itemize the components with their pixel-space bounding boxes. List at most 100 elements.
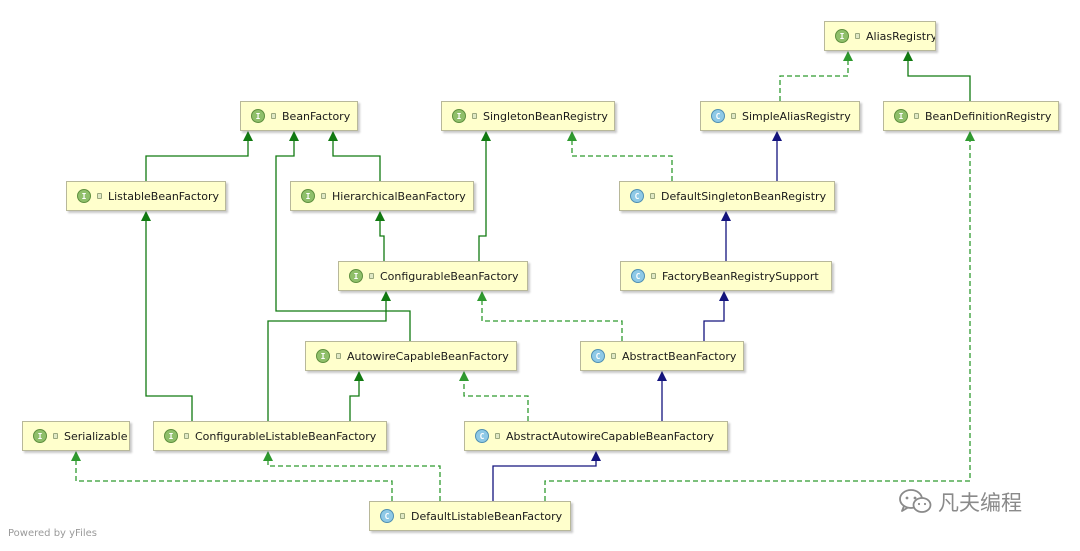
node-label: AbstractAutowireCapableBeanFactory xyxy=(506,429,714,443)
edge-line xyxy=(349,380,360,421)
watermark: 凡夫编程 xyxy=(898,487,1022,517)
arrowhead xyxy=(354,371,364,381)
arrowhead xyxy=(567,131,577,141)
edge-line xyxy=(75,460,393,501)
interface-icon: I xyxy=(316,349,330,363)
lock-icon xyxy=(369,273,374,279)
arrowhead xyxy=(657,371,667,381)
node-simple-alias-registry[interactable]: C SimpleAliasRegistry xyxy=(700,101,860,131)
class-icon: C xyxy=(630,189,644,203)
node-label: HierarchicalBeanFactory xyxy=(332,189,466,203)
edge-bean-definition-registry-to-alias-registry xyxy=(903,51,971,101)
node-label: AliasRegistry xyxy=(866,29,936,43)
edge-line xyxy=(267,300,387,421)
edge-hierarchical-bean-factory-to-bean-factory xyxy=(328,131,381,181)
edge-line xyxy=(275,140,411,341)
node-autowire-capable-bean-factory[interactable]: I AutowireCapableBeanFactory xyxy=(305,341,517,371)
lock-icon xyxy=(914,113,919,119)
arrowhead xyxy=(477,291,487,301)
node-label: ConfigurableListableBeanFactory xyxy=(195,429,377,443)
node-hierarchical-bean-factory[interactable]: I HierarchicalBeanFactory xyxy=(290,181,474,211)
interface-icon: I xyxy=(835,29,849,43)
class-icon: C xyxy=(711,109,725,123)
interface-icon: I xyxy=(77,189,91,203)
edge-default-listable-bean-factory-to-bean-definition-registry xyxy=(544,131,975,501)
edge-abstract-autowire-capable-bean-factory-to-abstract-bean-factory xyxy=(657,371,667,421)
edge-default-singleton-bean-registry-to-singleton-bean-registry xyxy=(567,131,673,181)
node-configurable-listable-bean-factory[interactable]: I ConfigurableListableBeanFactory xyxy=(153,421,387,451)
arrowhead xyxy=(772,131,782,141)
footer-credit: Powered by yFiles xyxy=(8,528,97,539)
lock-icon xyxy=(650,193,655,199)
node-singleton-bean-registry[interactable]: I SingletonBeanRegistry xyxy=(441,101,615,131)
edge-line xyxy=(571,140,673,181)
lock-icon xyxy=(97,193,102,199)
node-label: ListableBeanFactory xyxy=(108,189,219,203)
lock-icon xyxy=(184,433,189,439)
edge-default-listable-bean-factory-to-abstract-autowire-capable-bean-factory xyxy=(492,451,601,501)
edge-default-listable-bean-factory-to-serializable xyxy=(71,451,393,501)
arrowhead xyxy=(481,131,491,141)
edge-autowire-capable-bean-factory-to-bean-factory xyxy=(275,131,411,341)
interface-icon: I xyxy=(301,189,315,203)
edge-listable-bean-factory-to-bean-factory xyxy=(145,131,253,181)
arrowhead xyxy=(719,291,729,301)
arrowhead xyxy=(843,51,853,61)
edge-factory-bean-registry-support-to-default-singleton-bean-registry xyxy=(721,211,731,261)
node-label: DefaultSingletonBeanRegistry xyxy=(661,189,827,203)
edge-configurable-listable-bean-factory-to-configurable-bean-factory xyxy=(267,291,391,421)
edge-line xyxy=(478,140,487,261)
edge-configurable-listable-bean-factory-to-autowire-capable-bean-factory xyxy=(349,371,364,421)
arrowhead xyxy=(375,211,385,221)
node-label: SimpleAliasRegistry xyxy=(742,109,851,123)
node-factory-bean-registry-support[interactable]: C FactoryBeanRegistrySupport xyxy=(620,261,832,291)
arrowhead xyxy=(903,51,913,61)
class-icon: C xyxy=(631,269,645,283)
edge-line xyxy=(779,60,849,101)
lock-icon xyxy=(731,113,736,119)
edge-line xyxy=(703,300,725,341)
interface-icon: I xyxy=(452,109,466,123)
lock-icon xyxy=(271,113,276,119)
edge-default-singleton-bean-registry-to-simple-alias-registry xyxy=(772,131,782,181)
edge-line xyxy=(544,140,971,501)
arrowhead xyxy=(263,451,273,461)
arrowhead xyxy=(141,211,151,221)
arrowhead xyxy=(381,291,391,301)
interface-icon: I xyxy=(33,429,47,443)
node-label: SingletonBeanRegistry xyxy=(483,109,608,123)
node-abstract-autowire-capable-bean-factory[interactable]: C AbstractAutowireCapableBeanFactory xyxy=(464,421,728,451)
edge-line xyxy=(907,60,971,101)
node-label: BeanFactory xyxy=(282,109,351,123)
edge-abstract-bean-factory-to-factory-bean-registry-support xyxy=(703,291,729,341)
interface-icon: I xyxy=(164,429,178,443)
node-label: FactoryBeanRegistrySupport xyxy=(662,269,819,283)
lock-icon xyxy=(336,353,341,359)
class-icon: C xyxy=(591,349,605,363)
interface-icon: I xyxy=(251,109,265,123)
node-listable-bean-factory[interactable]: I ListableBeanFactory xyxy=(66,181,226,211)
node-label: BeanDefinitionRegistry xyxy=(925,109,1052,123)
node-alias-registry[interactable]: I AliasRegistry xyxy=(824,21,936,51)
edge-configurable-bean-factory-to-singleton-bean-registry xyxy=(478,131,491,261)
node-default-singleton-bean-registry[interactable]: C DefaultSingletonBeanRegistry xyxy=(619,181,835,211)
node-bean-factory[interactable]: I BeanFactory xyxy=(240,101,358,131)
edge-line xyxy=(145,140,249,181)
arrowhead xyxy=(721,211,731,221)
class-icon: C xyxy=(475,429,489,443)
lock-icon xyxy=(611,353,616,359)
lock-icon xyxy=(855,33,860,39)
lock-icon xyxy=(53,433,58,439)
class-icon: C xyxy=(380,509,394,523)
edge-line xyxy=(492,460,597,501)
arrowhead xyxy=(71,451,81,461)
node-label: AutowireCapableBeanFactory xyxy=(347,349,509,363)
interface-icon: I xyxy=(349,269,363,283)
node-default-listable-bean-factory[interactable]: C DefaultListableBeanFactory xyxy=(369,501,571,531)
node-label: DefaultListableBeanFactory xyxy=(411,509,563,523)
edge-line xyxy=(267,460,441,501)
